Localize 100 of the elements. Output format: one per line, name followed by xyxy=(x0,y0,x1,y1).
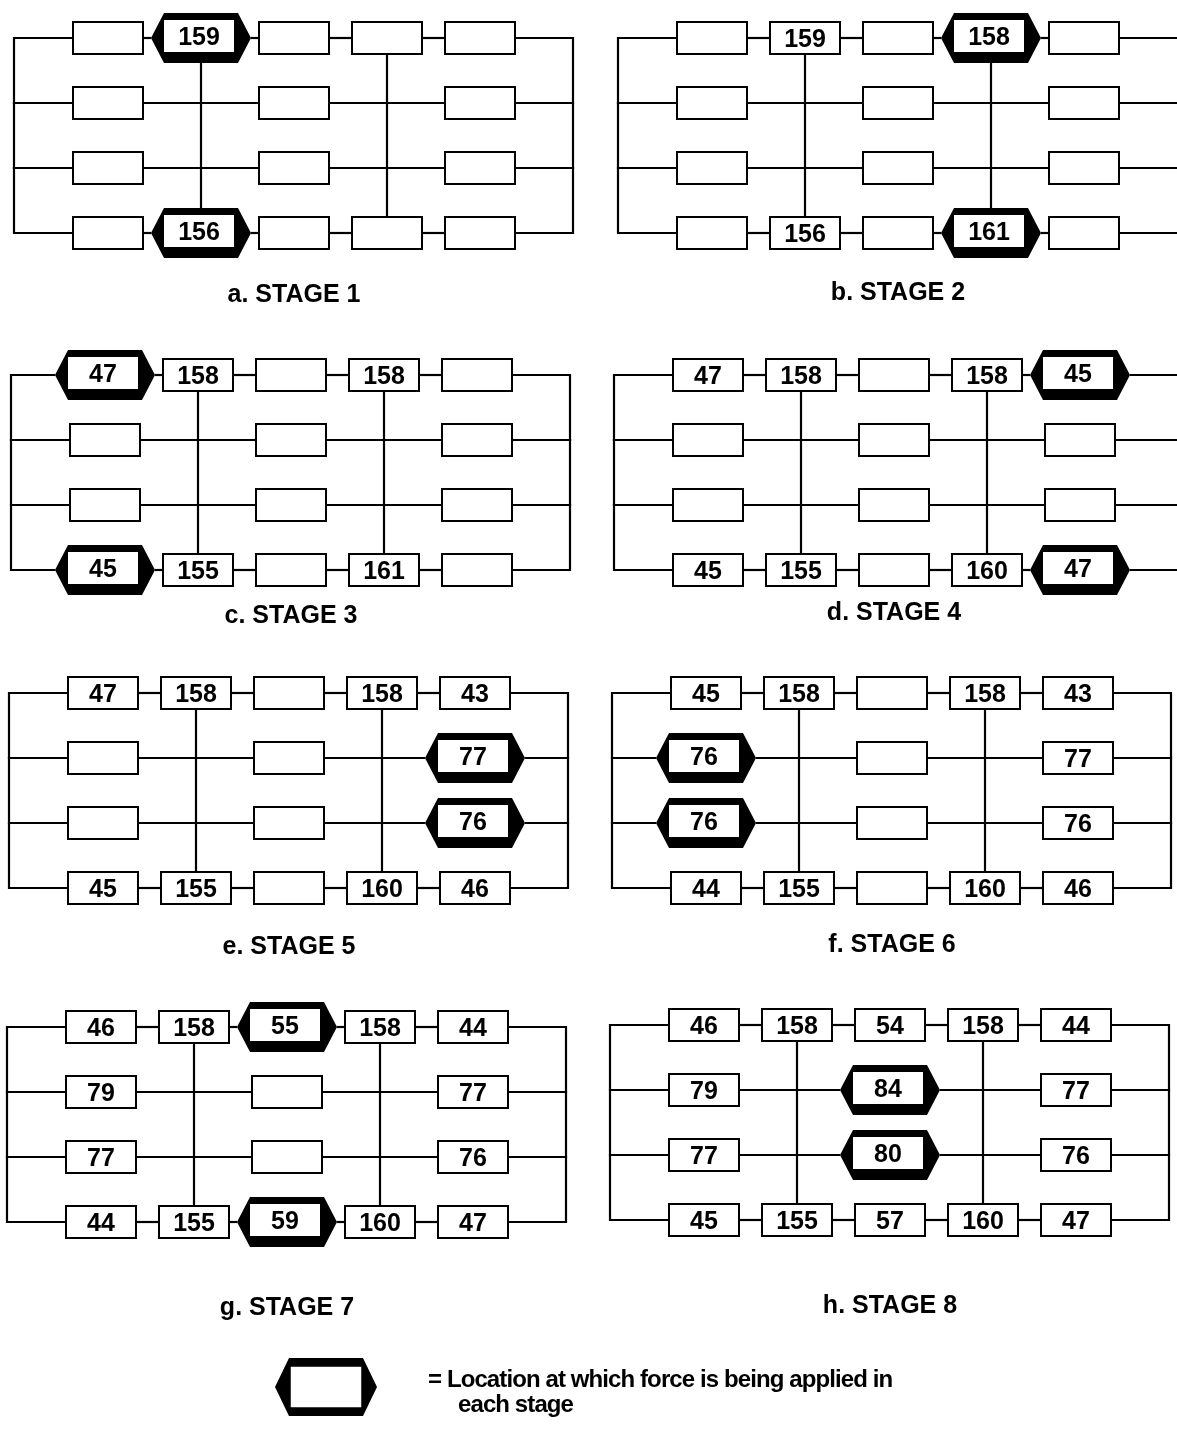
connector-line xyxy=(983,710,987,871)
member-box xyxy=(765,553,837,587)
member-box xyxy=(441,553,513,587)
member-box xyxy=(858,488,930,522)
member-box xyxy=(1044,488,1116,522)
connector-line xyxy=(323,1090,437,1094)
member-box xyxy=(163,214,235,248)
connector-line xyxy=(230,1025,237,1029)
member-number: 45 xyxy=(690,1207,718,1233)
member-box xyxy=(761,1203,833,1237)
connector-line xyxy=(1114,691,1173,760)
connector-line xyxy=(327,373,348,377)
connector-line xyxy=(744,373,765,377)
connector-line xyxy=(5,1090,65,1159)
connector-line xyxy=(144,101,258,105)
member-box xyxy=(676,21,748,55)
connector-line xyxy=(330,101,444,105)
member-box xyxy=(852,1136,924,1170)
member-number: 158 xyxy=(776,1012,818,1038)
connector-line xyxy=(799,392,803,553)
connector-line xyxy=(141,503,255,507)
connector-line xyxy=(330,36,351,40)
member-box xyxy=(67,676,139,710)
force-hexagon xyxy=(840,1130,940,1180)
connector-line xyxy=(7,756,67,825)
connector-line xyxy=(234,373,255,377)
member-box xyxy=(858,358,930,392)
member-box xyxy=(67,356,139,390)
connector-line xyxy=(616,101,676,170)
member-box xyxy=(856,806,928,840)
connector-line xyxy=(516,166,575,235)
member-number: 158 xyxy=(968,23,1010,49)
member-box xyxy=(72,216,144,250)
connector-line xyxy=(837,373,858,377)
member-box xyxy=(258,21,330,55)
connector-line xyxy=(1021,691,1042,695)
connector-line xyxy=(12,166,72,235)
member-box xyxy=(951,553,1023,587)
member-box xyxy=(65,1010,137,1044)
member-box xyxy=(862,151,934,185)
member-number: 76 xyxy=(690,808,718,834)
connector-line xyxy=(337,1025,344,1029)
connector-line xyxy=(1120,166,1177,170)
connector-line xyxy=(509,1155,568,1224)
stage-caption: d. STAGE 4 xyxy=(826,597,962,626)
connector-line xyxy=(234,568,255,572)
connector-line xyxy=(155,373,162,377)
member-box xyxy=(253,806,325,840)
connector-line xyxy=(608,1153,668,1222)
member-number: 45 xyxy=(89,875,117,901)
member-number: 57 xyxy=(876,1207,904,1233)
connector-line xyxy=(608,1023,668,1092)
connector-line xyxy=(192,1044,196,1205)
connector-line xyxy=(323,1155,437,1159)
force-hexagon xyxy=(1030,350,1130,400)
connector-line xyxy=(511,691,570,760)
member-number: 158 xyxy=(173,1014,215,1040)
member-number: 158 xyxy=(964,680,1006,706)
member-box xyxy=(437,739,509,773)
connector-line xyxy=(934,231,941,235)
force-hexagon xyxy=(425,733,525,783)
member-box xyxy=(253,741,325,775)
connector-line xyxy=(513,373,572,442)
connector-line xyxy=(327,503,441,507)
member-number: 76 xyxy=(690,743,718,769)
member-box xyxy=(1048,151,1120,185)
member-box xyxy=(348,358,420,392)
member-number: 155 xyxy=(778,875,820,901)
member-box xyxy=(258,151,330,185)
member-box xyxy=(951,358,1023,392)
connector-line xyxy=(516,36,575,105)
connector-line xyxy=(934,101,1048,105)
member-box xyxy=(351,21,423,55)
member-box xyxy=(949,676,1021,710)
connector-line xyxy=(744,503,858,507)
connector-line xyxy=(740,1153,840,1157)
member-box xyxy=(856,741,928,775)
member-box xyxy=(158,1010,230,1044)
member-box xyxy=(67,551,139,585)
connector-line xyxy=(841,231,862,235)
connector-line xyxy=(930,503,1044,507)
connector-line xyxy=(325,886,346,890)
member-box xyxy=(670,676,742,710)
member-box xyxy=(444,216,516,250)
member-number: 76 xyxy=(459,1144,487,1170)
member-number: 47 xyxy=(1064,555,1092,581)
member-box xyxy=(953,19,1025,53)
member-number: 155 xyxy=(776,1207,818,1233)
member-box xyxy=(441,488,513,522)
connector-line xyxy=(327,568,348,572)
member-box xyxy=(258,86,330,120)
member-box xyxy=(441,423,513,457)
member-number: 77 xyxy=(87,1144,115,1170)
member-box xyxy=(69,488,141,522)
member-number: 44 xyxy=(459,1014,487,1040)
member-box xyxy=(1040,1203,1112,1237)
member-box xyxy=(253,871,325,905)
member-box xyxy=(769,216,841,250)
connector-line xyxy=(382,392,386,553)
member-box xyxy=(251,1075,323,1109)
